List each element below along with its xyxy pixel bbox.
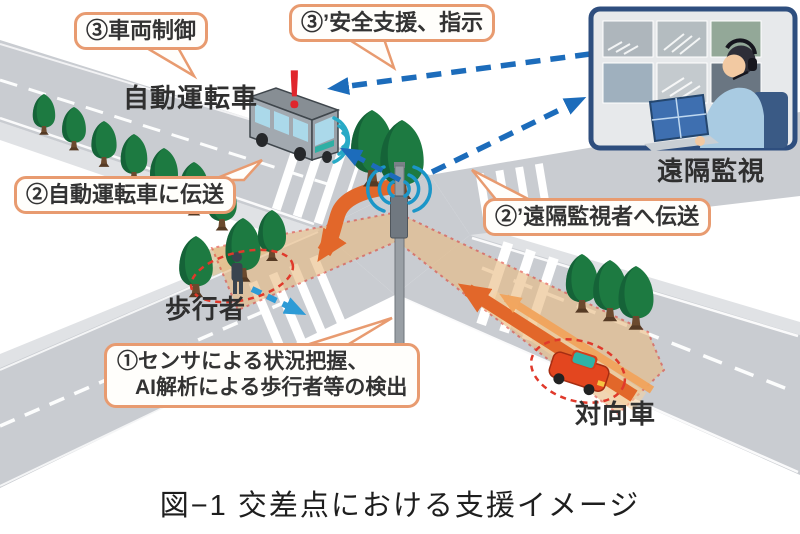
label-oncoming-vehicle: 対向車 bbox=[575, 399, 657, 429]
laptop-icon bbox=[644, 93, 719, 151]
pedestrian-icon bbox=[231, 252, 243, 294]
alert-exclamation-icon: ！ bbox=[281, 65, 333, 118]
oncoming-detection-ellipse bbox=[529, 338, 627, 404]
callout-vehicle-control: ③車両制御 bbox=[74, 12, 209, 50]
arrow-pole-to-bus bbox=[339, 147, 402, 183]
operator-person-icon bbox=[700, 38, 788, 148]
label-remote-monitoring: 遠隔監視 bbox=[657, 156, 766, 186]
arrow-instruction-to-vehicle bbox=[327, 51, 591, 95]
roadside-sensor-pole-icon bbox=[390, 162, 408, 393]
callout-send-to-monitor: ②’遠隔監視者へ伝送 bbox=[483, 198, 712, 236]
callout-safety-support: ③’安全支援、指示 bbox=[289, 4, 496, 42]
callout-sensor-line2: AI解析による歩行者等の検出 bbox=[135, 376, 408, 400]
oncoming-car-icon bbox=[548, 350, 610, 396]
callout-sensor-detection: ①センサによる状況把握、 AI解析による歩行者等の検出 bbox=[104, 343, 421, 408]
callout-send-to-vehicle: ②自動運転車に伝送 bbox=[14, 176, 237, 214]
label-pedestrian: 歩行者 bbox=[165, 294, 247, 324]
pedestrian-detection-ellipse bbox=[189, 248, 295, 304]
pedestrian-direction-arrow bbox=[250, 286, 307, 316]
arrow-to-remote-monitor bbox=[430, 96, 587, 175]
callout-tails bbox=[135, 37, 535, 349]
label-autonomous-vehicle: 自動運転車 bbox=[123, 83, 259, 113]
figure-caption: 図−1 交差点における支援イメージ bbox=[159, 490, 641, 522]
callout-sensor-line1: ①センサによる状況把握、 bbox=[117, 350, 369, 373]
communication-arrows bbox=[327, 51, 591, 183]
remote-monitoring-station bbox=[588, 6, 798, 151]
autonomous-bus-icon bbox=[247, 87, 341, 163]
